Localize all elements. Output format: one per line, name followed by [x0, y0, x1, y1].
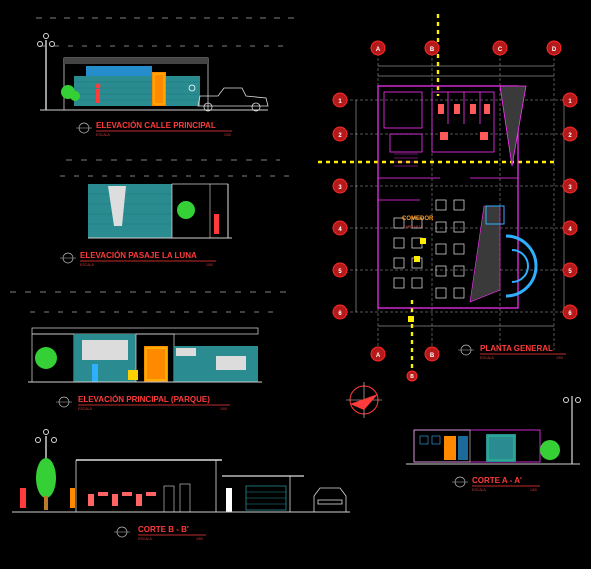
- grid-tag-text: D: [552, 47, 557, 53]
- person-icon: [20, 488, 26, 508]
- scale-value: 1/50: [224, 133, 231, 137]
- title-elev-calle-text: ELEVACIÓN CALLE PRINCIPAL: [96, 121, 216, 130]
- scale-value: 1/50: [196, 537, 203, 541]
- room-label-comedor: COMEDOR: [402, 216, 434, 222]
- tree-icon: [61, 85, 80, 101]
- scale-value: 1/50: [206, 263, 213, 267]
- title-elev-pasaje-text: ELEVACIÓN PASAJE LA LUNA: [80, 251, 197, 260]
- person-icon: [226, 488, 232, 512]
- title-planta-text: PLANTA GENERAL: [480, 344, 553, 353]
- tree-icon: [540, 440, 560, 460]
- person-icon: [92, 364, 98, 382]
- title-elev-pasaje: ELEVACIÓN PASAJE LA LUNA ESCALA 1/50: [60, 251, 216, 267]
- car-icon: [313, 487, 347, 513]
- grid-tag-text: B: [430, 353, 435, 359]
- street-lamp-icon: [563, 396, 581, 464]
- elevation-calle-principal: ELEVACIÓN CALLE PRINCIPAL ESCALA 1/50: [36, 17, 300, 137]
- tree-icon: [177, 201, 195, 219]
- pickup-truck-icon: [197, 87, 269, 112]
- grid-tags-top: A B C D: [370, 40, 562, 56]
- north-arrow-icon: [346, 382, 382, 418]
- grid-tag-text: 6: [568, 311, 572, 317]
- scale-value: 1/50: [530, 488, 537, 492]
- grid-tag-text: 5: [338, 269, 342, 275]
- scale-value: 1/50: [556, 356, 563, 360]
- grid-tag-text: 1: [338, 99, 342, 105]
- scale-label: ESCALA: [78, 407, 92, 411]
- person-icon: [95, 83, 101, 103]
- room-level: NPT +0.15: [406, 225, 423, 229]
- section-marker-text: B: [410, 374, 414, 380]
- grid-tag-text: 2: [338, 133, 342, 139]
- grid-tag-text: 3: [568, 185, 572, 191]
- dining-tables: [393, 199, 465, 299]
- tree-icon: [36, 458, 56, 510]
- grid-tags-left: 1 2 3 4 5 6: [332, 92, 348, 320]
- grid-tag-text: 2: [568, 133, 572, 139]
- title-elev-parque: ELEVACIÓN PRINCIPAL (PARQUE) ESCALA 1/50: [56, 395, 230, 411]
- grid-tag-text: 6: [338, 311, 342, 317]
- title-corte-aa-text: CORTE A - A': [472, 476, 522, 485]
- street-lamp-icon: [37, 33, 55, 110]
- section-corte-bb: CORTE B - B' ESCALA 1/50: [12, 429, 350, 541]
- grid-tag-text: A: [376, 47, 381, 53]
- elevation-principal-parque: ELEVACIÓN PRINCIPAL (PARQUE) ESCALA 1/50: [10, 291, 290, 411]
- scale-label: ESCALA: [480, 356, 494, 360]
- scale-label: ESCALA: [80, 263, 94, 267]
- title-elev-calle: ELEVACIÓN CALLE PRINCIPAL ESCALA 1/50: [76, 121, 232, 137]
- scale-label: ESCALA: [138, 537, 152, 541]
- scale-label: ESCALA: [472, 488, 486, 492]
- grid-tag-text: B: [430, 47, 435, 53]
- title-corte-aa: CORTE A - A' ESCALA 1/50: [452, 476, 540, 492]
- section-marker: [406, 370, 418, 382]
- person-icon: [214, 214, 219, 234]
- curved-counter: [469, 205, 538, 303]
- floor-plan-planta-general: COMEDOR NPT +0.15 A B C D A B 1 2 3: [318, 14, 578, 382]
- title-planta: PLANTA GENERAL ESCALA 1/50: [458, 344, 566, 360]
- title-elev-parque-text: ELEVACIÓN PRINCIPAL (PARQUE): [78, 395, 210, 404]
- scale-value: 1/50: [220, 407, 227, 411]
- grid-tags-right: 1 2 3 4 5 6: [562, 92, 578, 320]
- grid-tag-text: 1: [568, 99, 572, 105]
- elevation-pasaje-la-luna: ELEVACIÓN PASAJE LA LUNA ESCALA 1/50: [60, 159, 290, 267]
- title-corte-bb-text: CORTE B - B': [138, 525, 189, 534]
- grid-tags-bottom: A B: [370, 346, 440, 362]
- grid-tag-text: 4: [338, 227, 342, 233]
- person-icon: [70, 488, 75, 508]
- grid-tag-text: C: [498, 47, 503, 53]
- section-corte-aa: CORTE A - A' ESCALA 1/50: [406, 396, 581, 492]
- title-corte-bb: CORTE B - B' ESCALA 1/50: [114, 525, 206, 541]
- tree-icon: [35, 347, 57, 369]
- scale-label: ESCALA: [96, 133, 110, 137]
- grid-tag-text: 5: [568, 269, 572, 275]
- grid-tag-text: 3: [338, 185, 342, 191]
- grid-tag-text: 4: [568, 227, 572, 233]
- grid-tag-text: A: [376, 353, 381, 359]
